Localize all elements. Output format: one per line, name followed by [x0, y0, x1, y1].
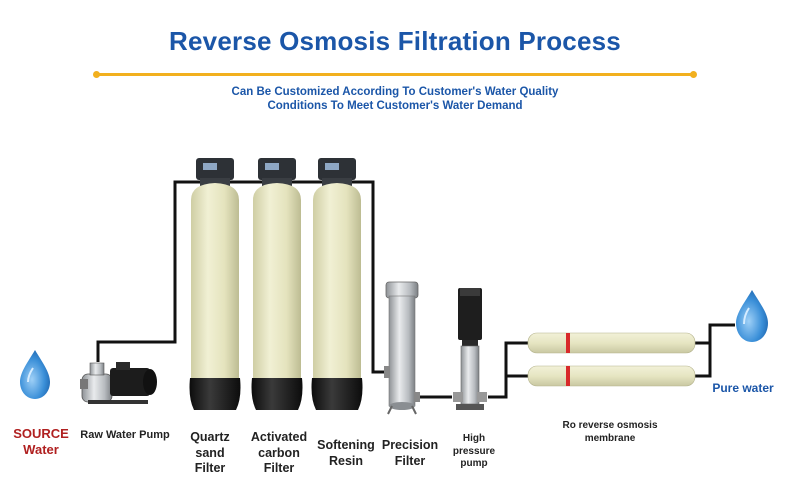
- source-label-line1: SOURCE: [13, 426, 69, 441]
- quartz-sand-filter-label: Quartz sand Filter: [182, 430, 238, 477]
- source-label-line2: Water: [23, 442, 59, 458]
- pipe-network: [96, 180, 735, 399]
- raw-water-pump-label: Raw Water Pump: [80, 429, 170, 441]
- pure-water-label: Pure water: [712, 381, 774, 395]
- quartz-label-line2: sand: [195, 445, 225, 460]
- ro-membrane-top: [527, 332, 696, 354]
- ro-membrane-label: Ro reverse osmosis membrane: [548, 420, 672, 445]
- precision-label-line1: Precision: [381, 438, 439, 452]
- precision-label-line2: Filter: [394, 453, 426, 468]
- carbon-label-line2: carbon: [258, 445, 300, 460]
- activated-carbon-filter-tank: [251, 158, 303, 410]
- high-pressure-pump-label: High pressure pump: [446, 433, 502, 471]
- soft-label-line2: Resin: [328, 453, 364, 468]
- source-water-label: SOURCE Water: [8, 426, 74, 459]
- quartz-sand-filter-tank: [189, 158, 241, 410]
- subtitle-line-1: Can Be Customized According To Customer'…: [231, 86, 559, 98]
- precision-filter-label: Precision Filter: [378, 438, 442, 469]
- source-water-drop-icon: [20, 350, 50, 399]
- page-title: Reverse Osmosis Filtration Process: [169, 26, 621, 56]
- soft-label-line1: Softening: [317, 438, 375, 452]
- ro-label-line1: Ro reverse osmosis: [562, 420, 658, 431]
- softening-resin-label: Softening Resin: [310, 438, 382, 469]
- subtitle-line-2: Conditions To Meet Customer's Water Dema…: [267, 100, 523, 112]
- quartz-label-line1: Quartz: [190, 430, 230, 444]
- pipe-hp-to-membranes: [488, 341, 528, 399]
- divider-dot-left: [93, 71, 100, 78]
- ro-label-line2: membrane: [584, 432, 636, 444]
- raw-water-pump-icon: [80, 362, 157, 404]
- carbon-label-line3: Filter: [263, 461, 295, 476]
- carbon-label-line1: Activated: [250, 430, 308, 444]
- ro-membrane-bottom: [527, 365, 696, 387]
- hp-label-line2: pressure: [452, 445, 496, 457]
- pipe-pump-to-tanks: [96, 180, 385, 374]
- pipe-membranes-out: [695, 323, 735, 378]
- hp-label-line3: pump: [460, 458, 488, 469]
- pure-water-drop-icon: [736, 290, 768, 342]
- precision-filter-housing: [384, 281, 420, 415]
- divider-dot-right: [690, 71, 697, 78]
- activated-carbon-filter-label: Activated carbon Filter: [244, 430, 314, 477]
- high-pressure-pump-icon: [453, 288, 487, 410]
- quartz-label-line3: Filter: [194, 461, 226, 476]
- hp-label-line1: High: [462, 433, 486, 444]
- softening-resin-tank: [311, 158, 363, 410]
- title-divider: [93, 71, 697, 78]
